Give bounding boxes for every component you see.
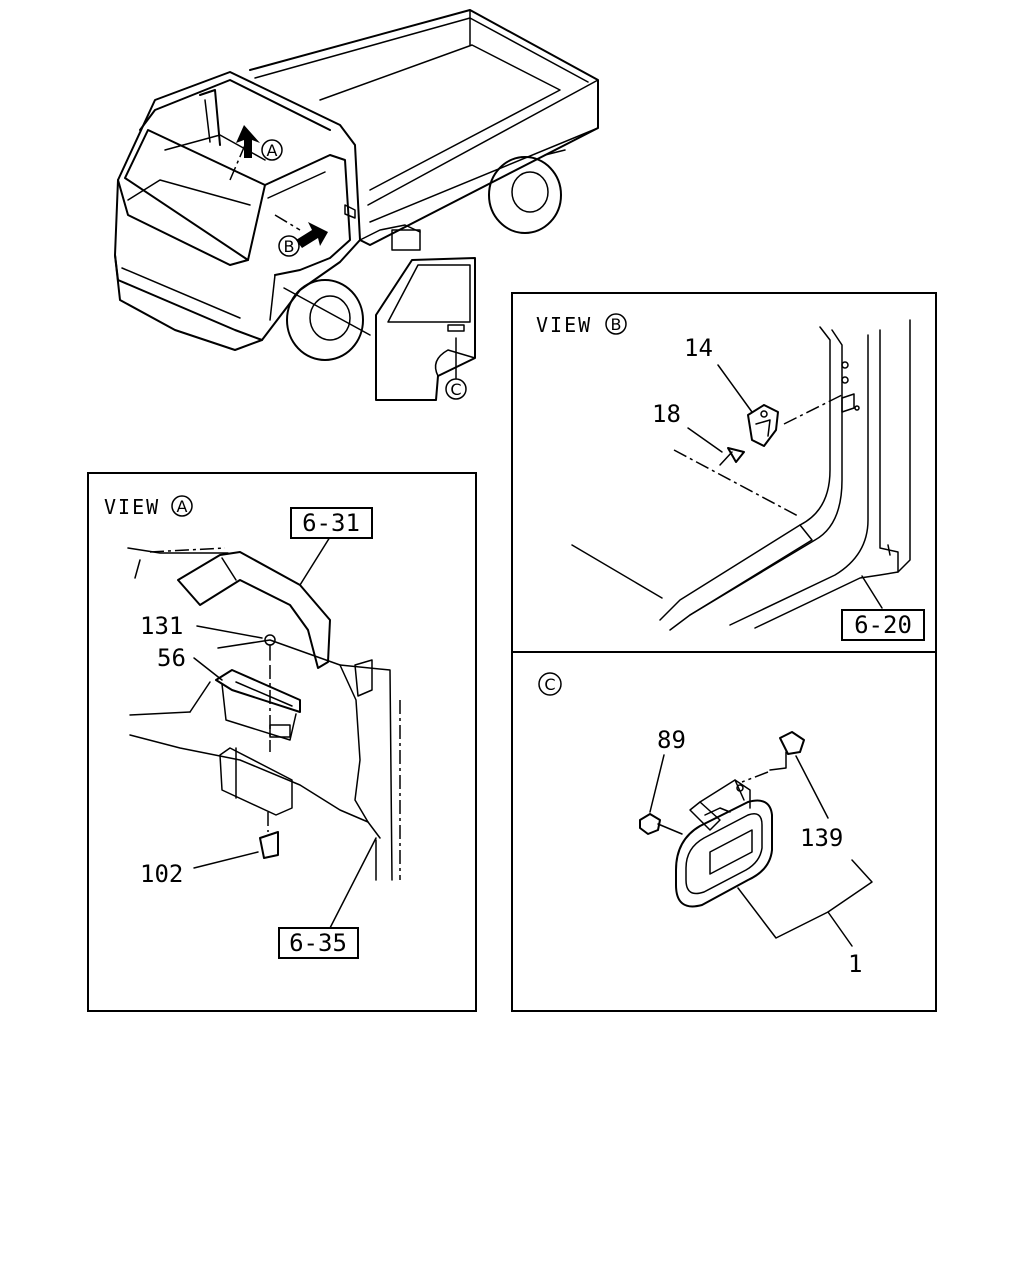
ref-6-31: 6-31 [302,509,360,537]
view-b-marker: B [611,315,622,334]
view-a-frame [87,472,477,1012]
view-b-frame [511,292,937,653]
marker-b-circle [278,235,300,257]
part-56-label: 56 [157,644,186,672]
part-131-label: 131 [140,612,183,640]
view-a-title: VIEW [104,495,160,519]
truck-marker-c: C [450,380,461,399]
part-18-label: 18 [652,400,681,428]
view-c-panel: C 89 139 1 [511,651,937,1012]
ref-6-35: 6-35 [289,929,347,957]
marker-a-circle [261,139,283,161]
part-14-label: 14 [684,334,713,362]
truck-overview: A B C [114,9,599,401]
ref-6-20: 6-20 [854,611,912,639]
ref-6-20-box: 6-20 [841,609,925,641]
view-a-marker: A [177,497,188,516]
marker-c-circle [445,378,467,400]
part-89-label: 89 [657,726,686,754]
view-b-title: VIEW [536,313,592,337]
view-b-panel: VIEW B 14 18 6-20 [511,292,937,653]
truck-marker-b: B [284,237,295,256]
ref-6-35-box: 6-35 [278,927,359,959]
view-c-frame [511,651,937,1012]
part-1-label: 1 [848,950,862,978]
view-b-arrow-icon [296,222,328,248]
view-c-marker: C [544,675,555,694]
view-a-arrow-icon [236,125,260,158]
view-a-panel: VIEW A [87,472,477,1012]
truck-marker-a: A [267,141,278,160]
part-102-label: 102 [140,860,183,888]
part-139-label: 139 [800,824,843,852]
ref-6-31-box: 6-31 [290,507,373,539]
